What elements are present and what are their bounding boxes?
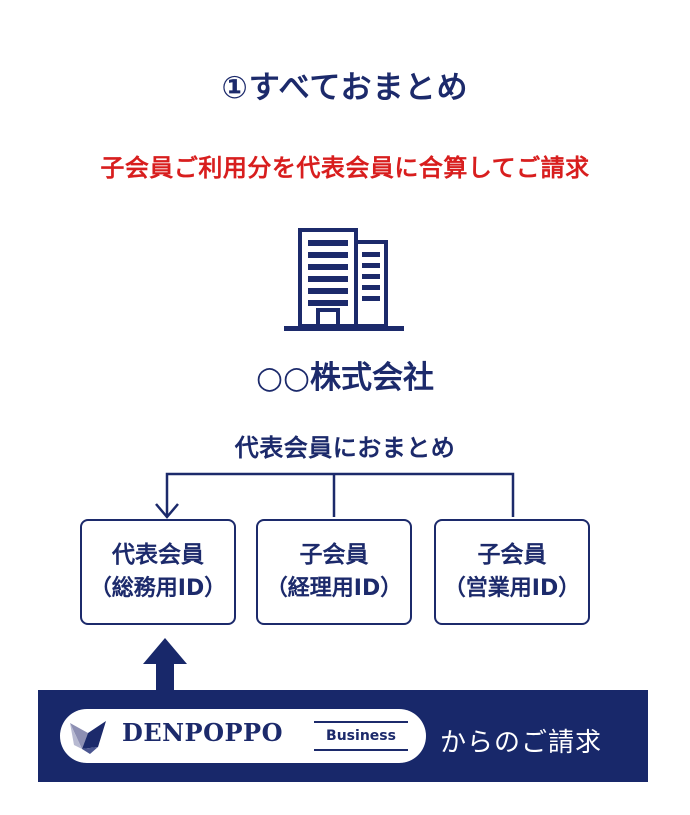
member-id-label: （経理用ID） [265,576,403,601]
member-box-accounting: 子会員 （経理用ID） [256,519,412,625]
denpoppo-logo: DENPOPPO Business [60,709,426,763]
member-box-representative: 代表会員 （総務用ID） [80,519,236,625]
building-icon [284,228,404,331]
member-box-sales: 子会員 （営業用ID） [434,519,590,625]
member-id-label: （営業用ID） [443,576,581,601]
logo-wordmark: DENPOPPO [122,718,283,747]
page-subtitle: 子会員ご利用分を代表会員に合算してご請求 [100,154,590,182]
member-role: 子会員 [477,542,547,568]
bird-logo-icon [70,721,106,754]
member-id-label: （総務用ID） [89,576,227,601]
billing-arrow-icon [143,638,187,698]
member-role: 代表会員 [112,542,204,568]
logo-business-tag: Business [314,721,408,751]
billing-label: からのご請求 [440,728,603,758]
member-role: 子会員 [299,542,369,568]
consolidation-note: 代表会員におまとめ [234,434,456,462]
page-title: ①すべておまとめ [221,70,469,106]
company-name: ○○株式会社 [255,360,435,396]
